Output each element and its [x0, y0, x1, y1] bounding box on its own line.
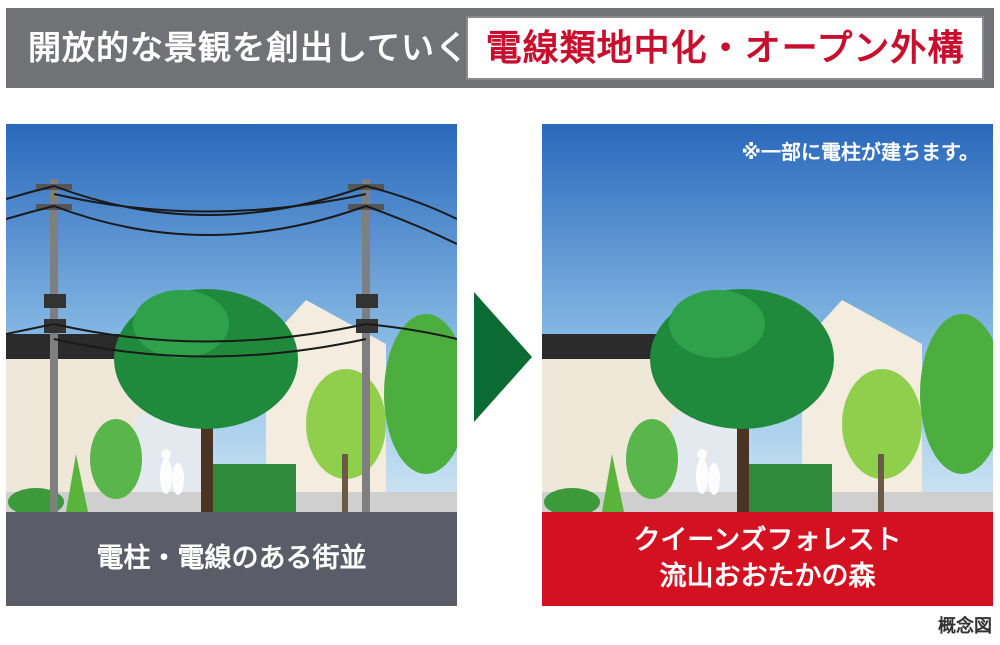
- street-without-poles-illustration: [542, 124, 993, 516]
- after-caption-line2: 流山おおたかの森: [659, 561, 876, 592]
- after-panel: ※一部に電柱が建ちます。 クイーンズフォレスト 流山おおたかの森: [542, 124, 993, 606]
- pole-note: ※一部に電柱が建ちます。: [741, 140, 979, 164]
- chevron-right-icon: [474, 292, 532, 422]
- street-with-utility-poles-illustration: [6, 124, 457, 516]
- concept-diagram-label: 概念図: [938, 616, 992, 637]
- after-caption: クイーンズフォレスト 流山おおたかの森: [542, 512, 993, 606]
- header-subtitle: 開放的な景観を創出していく: [28, 28, 470, 67]
- before-caption-text: 電柱・電線のある街並: [96, 543, 367, 574]
- header-title: 電線類地中化・オープン外構: [485, 27, 965, 69]
- header-title-box: 電線類地中化・オープン外構: [466, 16, 984, 80]
- header-bar: 開放的な景観を創出していく 電線類地中化・オープン外構: [6, 8, 994, 88]
- after-caption-line1: クイーンズフォレスト: [633, 525, 902, 556]
- before-caption: 電柱・電線のある街並: [6, 512, 457, 606]
- before-panel: 電柱・電線のある街並: [6, 124, 457, 606]
